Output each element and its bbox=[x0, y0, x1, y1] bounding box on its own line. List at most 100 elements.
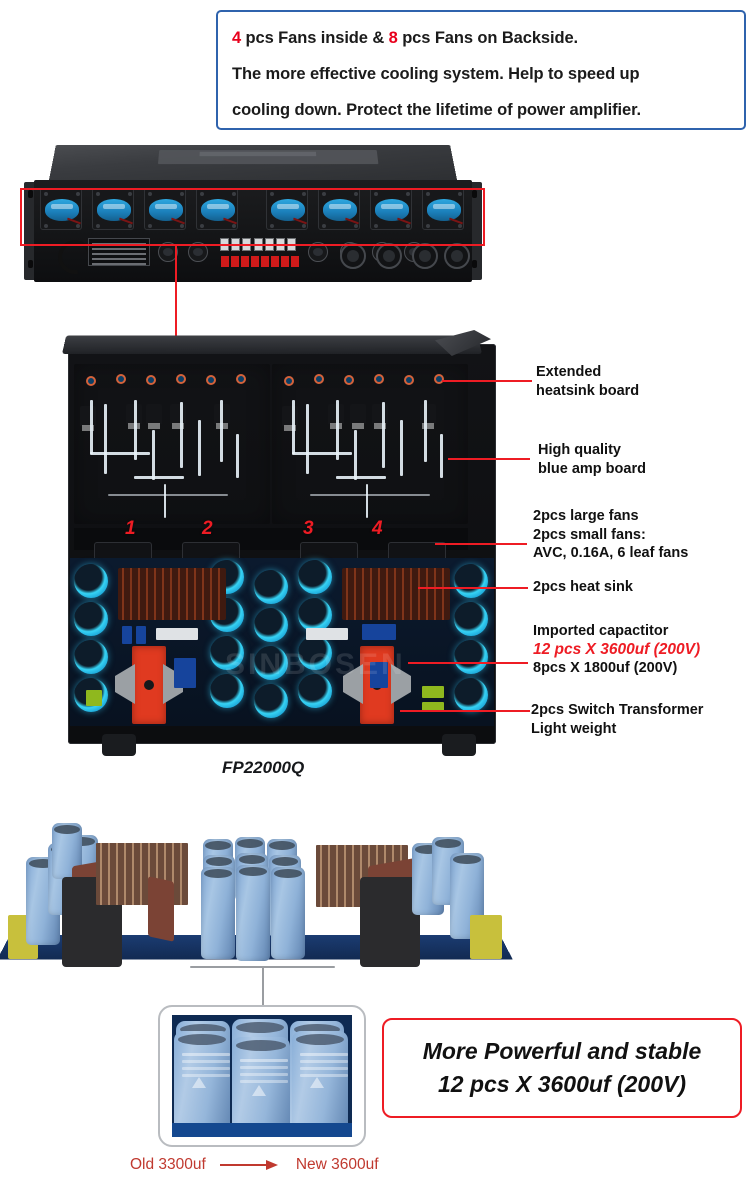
rear-fan bbox=[196, 188, 238, 230]
pcb-heat-sink bbox=[96, 843, 188, 905]
filter-capacitor bbox=[74, 640, 108, 674]
filter-capacitor bbox=[454, 678, 488, 712]
power-supply-bay bbox=[70, 558, 494, 726]
main-capacitor bbox=[254, 646, 288, 680]
annotation-line: 8pcs X 1800uf (200V) bbox=[533, 660, 678, 676]
annotation-fans: 2pcs large fans 2pcs small fans: AVC, 0.… bbox=[533, 507, 688, 563]
header-line1-mid: pcs Fans inside & bbox=[241, 29, 389, 47]
banner-line-2: 12 pcs X 3600uf (200V) bbox=[437, 1071, 687, 1097]
detail-callout-bracket bbox=[190, 966, 335, 968]
xlr-input-ch1 bbox=[308, 242, 328, 262]
header-callout-box: 4 pcs Fans inside & 8 pcs Fans on Backsi… bbox=[216, 10, 746, 130]
rear-fan-strip bbox=[40, 186, 468, 232]
annotation-line: AVC, 0.16A, 6 leaf fans bbox=[533, 545, 689, 561]
filter-capacitor bbox=[454, 564, 488, 598]
header-line-3: cooling down. Protect the lifetime of po… bbox=[232, 101, 641, 119]
leader-line-capacitor bbox=[408, 662, 528, 664]
rear-fan bbox=[370, 188, 412, 230]
fan-marker-4: 4 bbox=[372, 518, 383, 539]
xlr-link-out-connector bbox=[158, 242, 178, 262]
arrow-right-icon bbox=[219, 1160, 282, 1170]
header-line1-post: pcs Fans on Backside. bbox=[397, 29, 579, 47]
heat-sink-right bbox=[342, 568, 450, 620]
annotation-capacitor: Imported capactitor 12 pcs X 3600uf (200… bbox=[533, 622, 700, 678]
amplifier-internal-photo: 1 2 3 4 bbox=[50, 330, 520, 780]
annotation-line: High quality bbox=[538, 442, 621, 458]
annotation-line: 2pcs small fans: bbox=[533, 526, 646, 543]
old-capacitor-label: Old 3300uf bbox=[130, 1156, 206, 1173]
leader-line-heat-sink bbox=[418, 587, 528, 589]
annotation-extended-heatsink: Extended heatsink board bbox=[536, 363, 639, 400]
leader-line-extended-heatsink bbox=[442, 380, 532, 382]
annotation-line: 2pcs Switch Transformer bbox=[531, 702, 704, 718]
chassis-front-lip bbox=[62, 335, 482, 354]
detail-capacitor-epcos bbox=[232, 1037, 290, 1137]
fan-marker-1: 1 bbox=[125, 518, 136, 539]
fans-inside-count: 4 bbox=[232, 29, 242, 47]
new-capacitor-label: New 3600uf bbox=[295, 1156, 379, 1173]
speakon-output bbox=[412, 243, 438, 269]
annotation-line: blue amp board bbox=[538, 460, 646, 477]
main-capacitor bbox=[298, 636, 332, 670]
filter-capacitor bbox=[454, 640, 488, 674]
fans-backside-count: 8 bbox=[388, 29, 398, 47]
rear-fan bbox=[266, 188, 308, 230]
switch-transformer bbox=[360, 877, 420, 967]
annotation-line: heatsink board bbox=[536, 382, 640, 399]
banner-line-1: More Powerful and stable bbox=[422, 1038, 702, 1064]
chassis-foot bbox=[442, 734, 476, 756]
rear-fan bbox=[318, 188, 360, 230]
annotation-line: Extended bbox=[536, 364, 602, 380]
heat-sink-left bbox=[118, 568, 226, 620]
fan-highlight-connector-line bbox=[175, 246, 177, 338]
amp-board-right bbox=[272, 364, 468, 524]
annotation-heat-sink: 2pcs heat sink bbox=[533, 578, 633, 597]
toroid-transformer bbox=[470, 915, 502, 959]
speakon-output bbox=[444, 243, 470, 269]
main-capacitor bbox=[254, 608, 288, 642]
main-capacitor bbox=[298, 674, 332, 708]
annotation-line: Light weight bbox=[531, 720, 617, 737]
main-capacitor bbox=[210, 674, 244, 708]
annotation-blue-amp-board: High quality blue amp board bbox=[538, 441, 646, 478]
annotation-line: 2pcs large fans bbox=[533, 508, 639, 524]
rating-label-plate bbox=[88, 238, 150, 266]
xlr-link-connector bbox=[188, 242, 208, 262]
speakon-output bbox=[376, 243, 402, 269]
fan-marker-2: 2 bbox=[202, 518, 213, 539]
main-bank-capacitor bbox=[271, 867, 305, 959]
main-bank-capacitor bbox=[201, 867, 235, 959]
capacitor-comparison: Old 3300uf New 3600uf bbox=[130, 1152, 420, 1178]
leader-line-amp-board bbox=[448, 458, 530, 460]
detail-capacitor-epcos bbox=[292, 1031, 348, 1135]
rear-fan bbox=[92, 188, 134, 230]
main-capacitor bbox=[298, 560, 332, 594]
chassis-top-surface bbox=[48, 144, 458, 185]
annotation-line: 2pcs heat sink bbox=[533, 579, 633, 595]
fan-highlight-rectangle bbox=[20, 188, 485, 246]
main-capacitor bbox=[254, 684, 288, 718]
chassis-vent-slot bbox=[199, 151, 317, 157]
amp-board-left bbox=[74, 364, 270, 524]
main-bank-capacitor bbox=[236, 865, 270, 961]
speakon-output-row bbox=[340, 238, 470, 278]
annotation-line: Imported capactitor bbox=[533, 623, 669, 639]
switch-transformer-left bbox=[132, 646, 166, 724]
annotation-transformer: 2pcs Switch Transformer Light weight bbox=[531, 701, 703, 738]
filter-capacitor bbox=[74, 602, 108, 636]
header-line-2: The more effective cooling system. Help … bbox=[232, 65, 640, 83]
leader-line-fans bbox=[435, 543, 527, 545]
filter-capacitor bbox=[454, 602, 488, 636]
model-label: FP22000Q bbox=[222, 758, 305, 777]
mosfet-mount-plate bbox=[148, 876, 174, 942]
detail-callout-leader-line bbox=[262, 968, 264, 1006]
annotation-highlight-line: 12 pcs X 3600uf (200V) bbox=[533, 640, 701, 658]
fan-marker-3: 3 bbox=[303, 518, 314, 539]
promo-banner: More Powerful and stable 12 pcs X 3600uf… bbox=[382, 1018, 742, 1118]
rear-fan bbox=[422, 188, 464, 230]
main-capacitor bbox=[298, 598, 332, 632]
power-supply-pcb-photo bbox=[0, 805, 513, 995]
header-line-1: 4 pcs Fans inside & 8 pcs Fans on Backsi… bbox=[232, 20, 730, 56]
main-capacitor bbox=[210, 636, 244, 670]
leader-line-transformer bbox=[400, 710, 530, 712]
